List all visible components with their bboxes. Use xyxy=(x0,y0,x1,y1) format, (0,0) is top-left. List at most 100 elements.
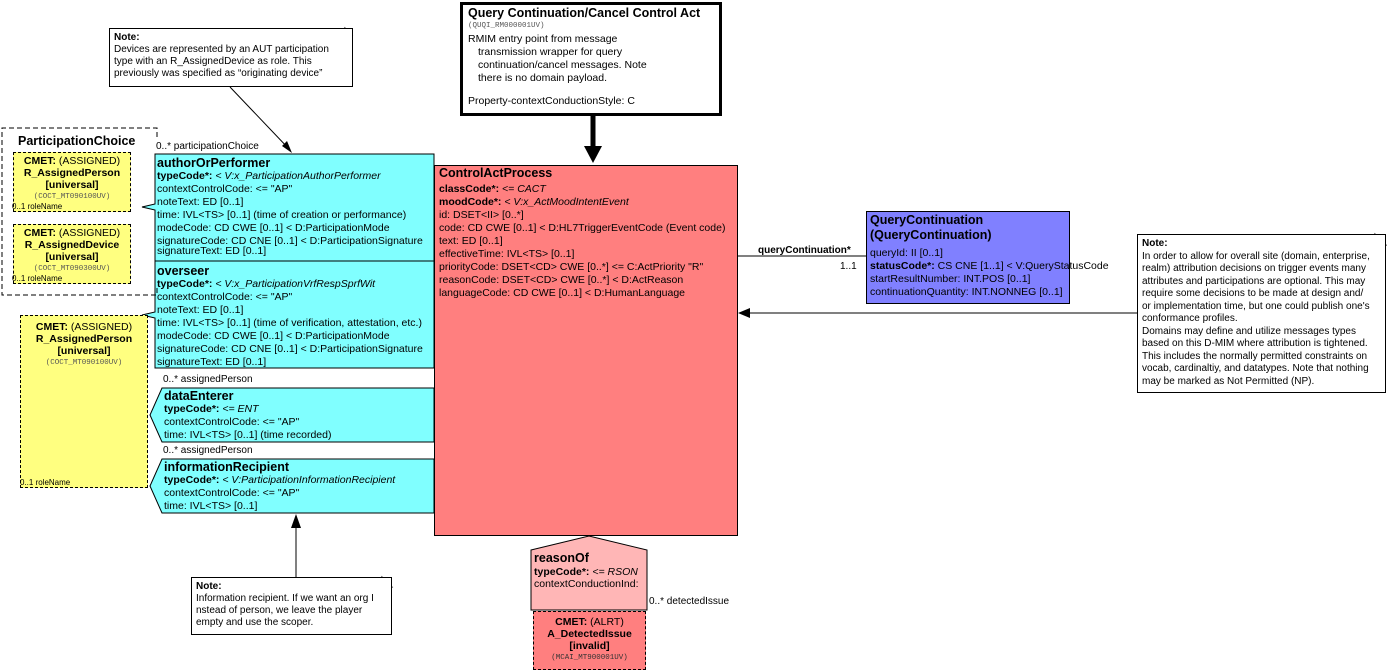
query-continuation-class: QueryContinuation (QueryContinuation) qu… xyxy=(866,211,1109,304)
note-line: based on this D-MIM where attribution is… xyxy=(1142,338,1368,349)
cmet-assigned-person-choice: CMET: (ASSIGNED) R_AssignedPerson [unive… xyxy=(13,152,131,212)
reason-of-class: reasonOf typeCode*: <= RSON contextCondu… xyxy=(534,550,639,590)
attr-row: time: IVL<TS> [0..1] (time recorded) xyxy=(164,429,332,441)
attr-row: contextControlCode: <= "AP" xyxy=(157,183,293,195)
attr-row: languageCode: CD CWE [0..1] < D:HumanLan… xyxy=(439,287,686,299)
attr-row: effectiveTime: IVL<TS> [0..1] xyxy=(439,248,575,260)
attr-row: modeCode: CD CWE [0..1] < D:Participatio… xyxy=(157,222,390,234)
attr-row: time: IVL<TS> [0..1] (time of verificati… xyxy=(157,317,422,329)
attr-row: time: IVL<TS> [0..1] (time of creation o… xyxy=(157,209,407,221)
query-act-desc-line: transmission wrapper for query xyxy=(478,46,623,58)
note-line: In order to allow for overall site (doma… xyxy=(1142,250,1370,262)
attr-row: typeCode*: < V:x_ParticipationVrfRespSpr… xyxy=(157,278,376,290)
attr-row: startResultNumber: INT.POS [0..1] xyxy=(870,273,1031,285)
query-act-title: Query Continuation/Cancel Control Act xyxy=(468,6,701,20)
attr-row: contextControlCode: <= "AP" xyxy=(157,291,293,303)
attr-row: noteText: ED [0..1] xyxy=(157,304,244,316)
note-line: empty and use the scoper. xyxy=(196,617,314,628)
class-title: informationRecipient xyxy=(164,460,290,474)
attr-row: typeCode*: < V:ParticipationInformationR… xyxy=(164,474,396,486)
class-title: ControlActProcess xyxy=(439,166,553,180)
dataenterer-shape xyxy=(149,387,435,443)
control-act-process-class: ControlActProcess classCode*: <= CACT mo… xyxy=(434,165,738,536)
note-line: type with an R_AssignedDevice as role. T… xyxy=(114,56,312,67)
note-line: realm) attribution decisions on trigger … xyxy=(1142,263,1366,274)
note-line: nstead of person, we leave the player xyxy=(196,605,363,616)
attr-row: classCode*: <= CACT xyxy=(439,183,546,195)
detected-issue-assoc: 0..* detectedIssue xyxy=(649,596,730,607)
cmet-kind: (ASSIGNED) xyxy=(70,321,133,333)
attr-row: signatureText: ED [0..1] xyxy=(157,245,267,257)
note-line: Devices are represented by an AUT partic… xyxy=(114,44,329,55)
note-line: This includes the normally permitted con… xyxy=(1142,350,1368,362)
participation-choice-assoc: 0..* participationChoice xyxy=(156,141,259,152)
information-recipient-class: informationRecipient typeCode*: < V:Part… xyxy=(164,461,395,513)
attr-row: statusCode*: CS CNE [1..1] < V:QueryStat… xyxy=(870,260,1109,272)
attr-row: modeCode: CD CWE [0..1] < D:Participatio… xyxy=(157,330,390,342)
attr-row: code: CD CWE [0..1] < D:HL7TriggerEventC… xyxy=(439,222,726,234)
cmet-code: (COCT_MT090100UV) xyxy=(33,193,111,201)
assigned-person-assoc: 0..* assignedPerson xyxy=(163,374,253,385)
attr-row: typeCode*: <= RSON xyxy=(534,566,638,578)
cmet-name: A_DetectedIssue xyxy=(547,628,632,640)
note-title: Note: xyxy=(196,581,222,592)
cmet-detected-issue: CMET: (ALRT) A_DetectedIssue [invalid] (… xyxy=(533,611,646,670)
attribution-note: Note: In order to allow for overall site… xyxy=(1137,234,1386,393)
attr-row: moodCode*: < V:x_ActMoodIntentEvent xyxy=(439,196,629,208)
cmet-head: CMET: xyxy=(23,227,56,239)
class-subtitle: (QueryContinuation) xyxy=(870,228,992,242)
cmet-name: R_AssignedPerson xyxy=(23,167,121,179)
attr-row: time: IVL<TS> [0..1] xyxy=(164,500,258,512)
cmet-code: (COCT_MT090100UV) xyxy=(45,359,123,367)
attr-row: typeCode*: < V:x_ParticipationAuthorPerf… xyxy=(157,170,381,182)
overseer-class: overseer typeCode*: < V:x_ParticipationV… xyxy=(157,265,423,369)
cmet-code: (COCT_MT090300UV) xyxy=(33,265,111,273)
author-or-performer-class: authorOrPerformer typeCode*: < V:x_Parti… xyxy=(157,157,423,258)
cmet-flavor: [universal] xyxy=(45,179,99,191)
cmet-head: CMET: xyxy=(23,155,56,167)
class-title: reasonOf xyxy=(534,551,589,565)
query-control-act-box: Query Continuation/Cancel Control Act (Q… xyxy=(460,2,722,116)
note-title: Note: xyxy=(1142,238,1168,249)
cmet-code: (MCAI_MT900001UV) xyxy=(551,654,628,662)
attr-row: id: DSET<II> [0..*] xyxy=(439,209,524,221)
note-title: Note: xyxy=(114,32,140,43)
note-line: conformance profiles. xyxy=(1142,313,1238,324)
data-enterer-class: dataEnterer typeCode*: <= ENT contextCon… xyxy=(164,390,331,442)
cmet-flavor: [invalid] xyxy=(569,640,610,652)
cmet-kind: (ASSIGNED) xyxy=(58,227,121,239)
cmet-assigned-device-choice: CMET: (ASSIGNED) R_AssignedDevice [unive… xyxy=(13,224,131,284)
note-line: or implementation time, but one could pu… xyxy=(1142,300,1370,312)
attr-row: contextControlCode: <= "AP" xyxy=(164,487,300,499)
class-title: QueryContinuation xyxy=(870,213,984,227)
note-line: Domains may define and utilize messages … xyxy=(1142,325,1356,337)
role-name-label: 0..1 roleName xyxy=(20,478,71,487)
query-act-code: (QUQI_RM000001UV) xyxy=(468,22,545,30)
role-name-label: 0..1 roleName xyxy=(12,202,63,211)
attr-row: signatureCode: CD CNE [0..1] < D:Partici… xyxy=(157,343,423,355)
class-title: dataEnterer xyxy=(164,389,234,403)
attr-row: contextConductionInd: xyxy=(534,578,639,590)
query-continuation-assoc: queryContinuation* xyxy=(758,245,851,256)
attr-row: reasonCode: DSET<CD> CWE [0..*] < D:ActR… xyxy=(439,274,684,286)
attr-row: contextControlCode: <= "AP" xyxy=(164,416,300,428)
assigned-person-assoc: 0..* assignedPerson xyxy=(163,445,253,456)
cmet-head: CMET: xyxy=(555,616,588,628)
attr-row: noteText: ED [0..1] xyxy=(157,196,244,208)
query-continuation-mult: 1..1 xyxy=(840,261,857,272)
cmet-name: R_AssignedDevice xyxy=(24,239,120,251)
cmet-flavor: [universal] xyxy=(45,251,99,263)
cmet-kind: (ALRT) xyxy=(590,616,624,628)
cmet-flavor: [universal] xyxy=(57,345,111,357)
attr-row: typeCode*: <= ENT xyxy=(164,403,259,415)
attr-row: signatureText: ED [0..1] xyxy=(157,356,267,368)
note-line: attributes and participations are option… xyxy=(1142,275,1366,287)
cmet-head: CMET: xyxy=(35,321,68,333)
attr-row: text: ED [0..1] xyxy=(439,235,503,247)
attr-row: priorityCode: DSET<CD> CWE [0..*] <= C:A… xyxy=(439,261,704,273)
attr-row: queryId: II [0..1] xyxy=(870,247,943,259)
query-act-style: Property-contextConductionStyle: C xyxy=(468,95,635,107)
class-title: authorOrPerformer xyxy=(157,156,271,170)
cmet-name: R_AssignedPerson xyxy=(35,333,133,345)
